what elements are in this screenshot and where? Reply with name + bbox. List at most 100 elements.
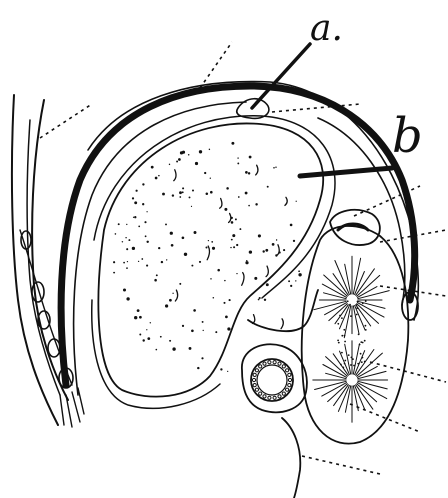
stipple-dot bbox=[195, 162, 198, 165]
core-dot bbox=[357, 363, 359, 365]
stipple-dot bbox=[296, 201, 297, 202]
stipple-dot bbox=[146, 211, 147, 212]
core-dot bbox=[344, 335, 346, 337]
radial-striation bbox=[328, 384, 348, 402]
stipple-dot bbox=[113, 261, 115, 263]
stipple-dot bbox=[215, 331, 217, 333]
stipple-dot bbox=[213, 297, 215, 299]
stipple-dot bbox=[169, 340, 171, 342]
stipple-dot bbox=[169, 299, 172, 302]
stipple-dot bbox=[179, 283, 181, 285]
stipple-dot bbox=[123, 288, 126, 291]
stipple-dot bbox=[203, 330, 204, 331]
stipple-dot bbox=[265, 249, 268, 252]
stipple-dot bbox=[178, 158, 181, 161]
stipple-dot bbox=[237, 157, 238, 158]
stipple-dot bbox=[227, 371, 228, 372]
ring-bead bbox=[263, 362, 266, 365]
label-a: a. bbox=[310, 8, 343, 49]
stipple-squiggle bbox=[220, 198, 222, 208]
stipple-dot bbox=[176, 161, 178, 163]
stipple-dot bbox=[248, 205, 250, 207]
ring-bead bbox=[263, 395, 266, 398]
ring-bead bbox=[286, 388, 289, 391]
ring-bead bbox=[278, 395, 281, 398]
radial-striation bbox=[324, 275, 348, 296]
stipple-dot bbox=[137, 309, 140, 312]
stipple-dot bbox=[245, 192, 248, 195]
stipple-squiggle bbox=[229, 213, 231, 222]
stipple-squiggle bbox=[285, 197, 287, 205]
stipple-dot bbox=[160, 336, 162, 338]
ring-bead bbox=[253, 373, 256, 376]
radial-body bbox=[302, 210, 418, 444]
stipple-dot bbox=[125, 237, 126, 238]
stipple-dot bbox=[165, 304, 168, 307]
stipple-dot bbox=[188, 154, 190, 156]
stipple-dot bbox=[142, 203, 144, 205]
radial-striation bbox=[326, 357, 348, 377]
stipple-squiggle bbox=[277, 245, 279, 256]
stipple-dot bbox=[154, 279, 157, 282]
stipple-dot bbox=[126, 248, 128, 250]
core-dot bbox=[338, 342, 340, 344]
stipple-dot bbox=[133, 217, 134, 218]
stipple-dot bbox=[264, 299, 266, 301]
core-dot bbox=[341, 335, 343, 337]
stipple-squiggle bbox=[174, 170, 176, 181]
core-dot bbox=[344, 363, 346, 365]
stipple-dot bbox=[238, 196, 240, 198]
stipple-dot bbox=[202, 321, 204, 323]
stipple-squiggle bbox=[242, 273, 244, 286]
stipple-dot bbox=[147, 337, 150, 340]
stipple-dot bbox=[237, 162, 239, 164]
stipple-dot bbox=[151, 166, 154, 169]
stipple-dot bbox=[210, 278, 211, 279]
core-dot bbox=[339, 315, 341, 317]
stipple-dot bbox=[231, 142, 234, 145]
stipple-dot bbox=[273, 167, 275, 169]
core-dot bbox=[362, 342, 364, 344]
radial-striation bbox=[357, 384, 377, 402]
large-stippled-body bbox=[92, 116, 335, 409]
stipple-dot bbox=[248, 172, 250, 174]
stipple-dot bbox=[235, 218, 237, 220]
stipple-dot bbox=[211, 241, 213, 243]
stipple-dot bbox=[272, 243, 275, 246]
stipple-dot bbox=[122, 241, 123, 242]
stipple-dot bbox=[276, 239, 277, 240]
stipple-dot bbox=[249, 250, 252, 253]
stipple-dot bbox=[205, 246, 207, 248]
stipple-dot bbox=[236, 244, 238, 246]
stipple-dot bbox=[290, 224, 293, 227]
ring-bead bbox=[288, 384, 291, 387]
stipple-dot bbox=[156, 349, 158, 351]
core-dot bbox=[342, 367, 344, 369]
radial-striation bbox=[356, 385, 373, 410]
stipple-dot bbox=[182, 325, 184, 327]
label-b: b bbox=[392, 108, 423, 164]
core-dot bbox=[349, 304, 351, 306]
stipple-dot bbox=[189, 196, 191, 198]
core-dot bbox=[353, 365, 355, 367]
stipple-dot bbox=[206, 193, 209, 196]
stipple-dot bbox=[267, 186, 269, 188]
stipple-dot bbox=[166, 259, 167, 260]
stipple-dot bbox=[179, 191, 182, 194]
left-wall bbox=[12, 95, 84, 427]
stipple-dot bbox=[266, 283, 269, 286]
stipple-dot bbox=[139, 316, 142, 319]
stipple-dot bbox=[259, 297, 261, 299]
stipple-dot bbox=[191, 329, 194, 332]
stipple-dot bbox=[165, 223, 167, 225]
core-dot bbox=[356, 304, 358, 306]
core-dot bbox=[360, 353, 362, 355]
stipple-dot bbox=[231, 239, 233, 241]
stipple-dot bbox=[212, 247, 215, 250]
stipple-dot bbox=[136, 190, 138, 192]
stipple-dot bbox=[182, 236, 185, 239]
stipple-dot bbox=[179, 196, 181, 198]
stipple-dot bbox=[224, 208, 227, 211]
stipple-dot bbox=[193, 309, 196, 312]
stipple-squiggle bbox=[266, 266, 268, 277]
